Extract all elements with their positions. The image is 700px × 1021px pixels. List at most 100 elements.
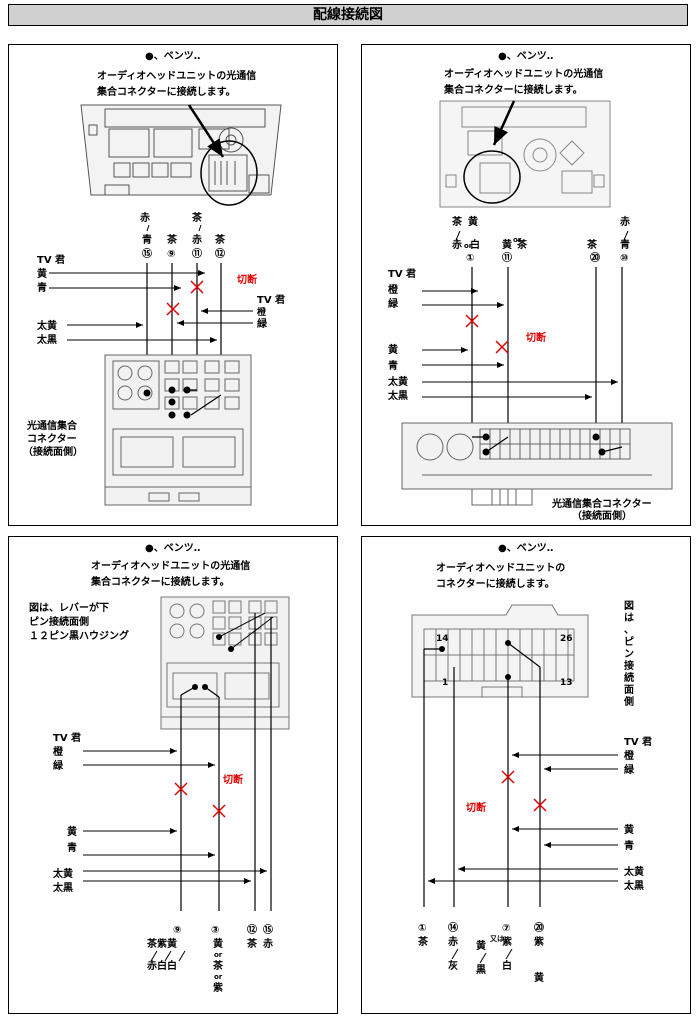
label-green: 緑 — [53, 759, 64, 772]
wire-color-1: 青 — [142, 233, 152, 246]
head-unit-drawing — [439, 100, 611, 208]
wire-color-4: 赤 — [263, 937, 273, 950]
description-line1: オーディオヘッドユニットの光通信 — [97, 69, 256, 82]
cut-mark-2 — [212, 804, 226, 818]
wire-color-3: 茶 — [246, 937, 258, 950]
label-thick-yellow: 太黄 — [52, 867, 73, 880]
wire-color-2a: 黄 — [213, 937, 223, 950]
side-note-5: ン — [624, 649, 634, 660]
label-green-right: 緑 — [257, 317, 268, 330]
label-thick-black: 太黒 — [623, 879, 644, 892]
connection-dots — [143, 386, 191, 419]
wire-or-1: or — [464, 242, 473, 250]
connector-circle — [200, 140, 258, 206]
note-line3: １２ピン黒ハウジング — [29, 629, 129, 642]
pin-number-3: ⑫ — [247, 923, 257, 936]
wire-color-3: 赤 — [192, 233, 202, 246]
wiring-diagram-1: ●、ベンツ‥ オーディオヘッドユニットの光通信 集合コネクターに接続します。 赤… — [23, 50, 285, 506]
pin-label-14: 14 — [436, 634, 449, 644]
pointer-arrow — [187, 104, 225, 158]
label-thick-black: 太黒 — [36, 333, 57, 346]
pin-number-1: ⑮ — [142, 247, 152, 260]
panel-top-right: ●、ベンツ‥ オーディオヘッドユニットの光通信 集合コネクターに接続します。 茶… — [361, 44, 691, 526]
label-orange: 橙 — [624, 749, 635, 762]
label-thick-yellow: 太黄 — [623, 865, 644, 878]
description-line2: コネクターに接続します。 — [436, 577, 555, 590]
label-thick-yellow: 太黄 — [36, 319, 57, 332]
wire-color-1-bottom: 赤白白 — [147, 959, 177, 972]
pointer-arrow — [492, 100, 516, 146]
cut-label: 切断 — [223, 773, 243, 786]
side-note-9: 側 — [623, 695, 634, 708]
tv-label: TV 君 — [53, 732, 81, 744]
tv-label-right: TV 君 — [257, 294, 285, 306]
wire-color-3b: 黒 — [476, 964, 486, 976]
tv-label: TV 君 — [37, 254, 65, 266]
note-line1: 図は、レバーが下 — [29, 601, 109, 614]
optical-connector-drawing — [401, 422, 673, 506]
panel-bottom-left: ●、ベンツ‥ オーディオヘッドユニットの光通信 集合コネクターに接続します。 図… — [8, 536, 338, 1014]
label-yellow: 黄 — [37, 267, 47, 280]
connector-label-2: （接続面側） — [572, 509, 632, 522]
wire-color-1: 茶 — [417, 935, 429, 948]
vertical-wires — [471, 267, 623, 447]
wire-color-2c: 紫 — [213, 981, 223, 994]
page-title: 配線接続図 — [8, 4, 688, 26]
wire-top-label-brown: 茶 — [191, 211, 203, 224]
connector-label-3: （接続面側） — [23, 445, 83, 458]
pin-number-4: ⑫ — [215, 247, 225, 260]
wire-color-3a: 黄 — [476, 939, 486, 952]
pin-number-1: ① — [466, 253, 474, 264]
pin-number-3: ⑳ — [590, 251, 600, 264]
panel-top-left: ●、ベンツ‥ オーディオヘッドユニットの光通信 集合コネクターに接続します。 赤… — [8, 44, 338, 526]
label-blue: 青 — [388, 359, 398, 372]
cut-mark-2 — [166, 302, 180, 316]
wire-or-3: 又は — [490, 935, 504, 943]
brand-label: ●、ベンツ‥ — [145, 50, 200, 62]
note-line2: ピン接続面側 — [29, 615, 89, 628]
wire-or-2b: or — [214, 973, 223, 981]
connector-label-2: コネクター — [27, 433, 77, 445]
connector-label: 光通信集合コネクター — [551, 497, 652, 510]
label-yellow: 黄 — [67, 825, 77, 838]
pin-label-26: 26 — [560, 634, 573, 644]
label-blue: 青 — [67, 841, 77, 854]
description-line1: オーディオヘッドユニットの光通信 — [444, 67, 603, 80]
pin-number-2: ⑨ — [167, 249, 175, 260]
wiring-diagram-3: ●、ベンツ‥ オーディオヘッドユニットの光通信 集合コネクターに接続します。 図… — [29, 542, 290, 994]
vertical-wires — [180, 613, 272, 911]
wire-color-2: 茶 — [166, 233, 178, 246]
cut-mark-1 — [465, 314, 479, 328]
wire-color-2b: 茶 — [212, 959, 224, 972]
wire-color-4a: 赤 — [620, 215, 630, 228]
label-yellow: 黄 — [624, 823, 634, 836]
wire-color-1c: 黄 — [468, 215, 478, 228]
wire-top-label-red: 赤 — [140, 211, 150, 224]
side-note-1: 図 — [624, 600, 634, 612]
pin-label-13: 13 — [560, 678, 573, 688]
label-orange: 橙 — [388, 283, 399, 296]
panel-bottom-right: ●、ベンツ‥ オーディオヘッドユニットの コネクターに接続します。 14 26 … — [361, 536, 691, 1014]
cut-label: 切断 — [526, 331, 546, 344]
wire-color-3: 茶 — [586, 238, 598, 251]
description-line1: オーディオヘッドユニットの光通信 — [91, 559, 250, 572]
cut-label: 切断 — [237, 273, 257, 286]
pin-number-4: ⑳ — [534, 921, 544, 934]
side-note-6: 接 — [624, 659, 634, 672]
wire-color-2a: 黄 — [502, 238, 512, 251]
description-line1: オーディオヘッドユニットの — [436, 561, 565, 574]
pin-number-2: ⑭ — [448, 921, 458, 934]
pin-label-1: 1 — [442, 678, 448, 688]
label-blue: 青 — [624, 839, 634, 852]
label-thick-black: 太黒 — [52, 881, 73, 894]
wire-color-4: 茶 — [214, 233, 226, 246]
label-thick-yellow: 太黄 — [387, 375, 408, 388]
wire-color-3d: 白 — [502, 959, 512, 972]
connector-drawing — [160, 596, 290, 730]
pin-number-4: ⑮ — [263, 923, 273, 936]
cut-mark-1 — [174, 782, 188, 796]
label-orange-right: 橙 — [257, 306, 267, 318]
pin-number-1: ⑨ — [173, 925, 181, 936]
wire-color-1d: 白 — [470, 238, 480, 251]
wire-color-3c: 紫 — [502, 935, 512, 948]
